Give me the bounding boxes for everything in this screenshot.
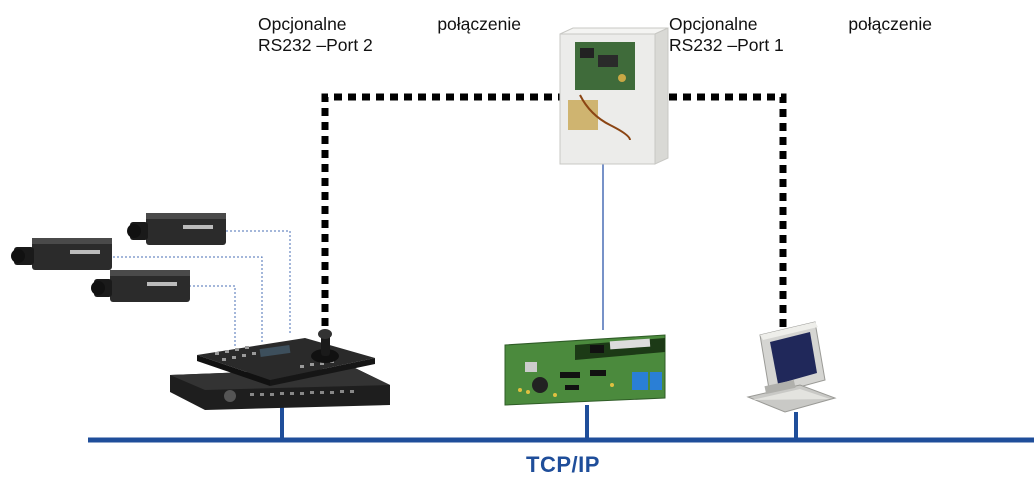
- tcpip-label: TCP/IP: [526, 452, 600, 477]
- alarm-panel-icon: [559, 27, 669, 165]
- camera-icon: [11, 238, 112, 270]
- dvr-icon: [170, 368, 390, 410]
- label-word: połączenie: [437, 14, 521, 34]
- camera-icon: [127, 213, 226, 245]
- label-word: Opcjonalne: [669, 14, 758, 34]
- rs232-port1-label: Opcjonalne połączenie RS232 –Port 1: [669, 14, 932, 56]
- rs232-port2-link: [321, 93, 560, 340]
- label-line2: RS232 –Port 2: [258, 35, 373, 55]
- label-line2: RS232 –Port 1: [669, 35, 784, 55]
- rs232-port1-link: [655, 93, 787, 330]
- label-word: połączenie: [848, 14, 932, 34]
- interface-board-icon: [504, 334, 666, 406]
- camera-icon: [91, 270, 190, 302]
- camera-links: [105, 230, 291, 348]
- control-keyboard-icon: [197, 329, 375, 386]
- label-word: Opcjonalne: [258, 14, 347, 34]
- rs232-port2-label: Opcjonalne połączenie RS232 –Port 2: [258, 14, 521, 56]
- computer-icon: [746, 321, 837, 413]
